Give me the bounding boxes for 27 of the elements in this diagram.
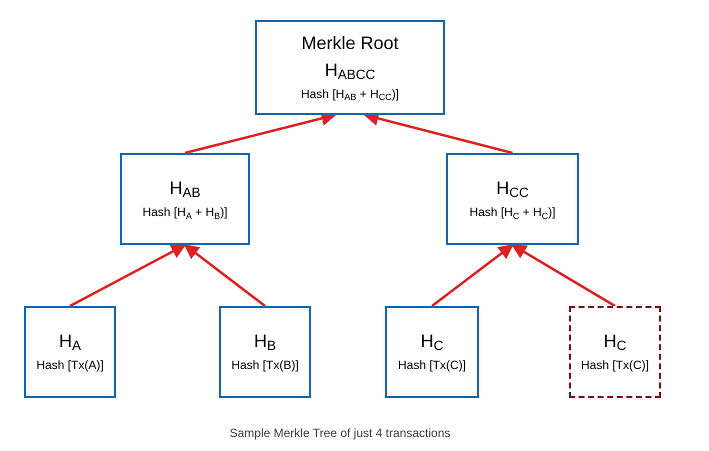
hash-label: H$_{ABCC}$ (324, 58, 376, 81)
hash-formula: Hash [H$_{A}$ + H$_{B}$)] (142, 204, 228, 222)
hash-box (569, 306, 661, 398)
hash-formula: Hash [Tx(C)] (398, 357, 466, 374)
hash-formula: Hash [H$_{C}$ + H$_{C}$)] (469, 204, 556, 222)
hash-box (385, 306, 479, 398)
caption: Sample Merkle Tree of just 4 transactions (228, 425, 452, 442)
hash-label: H$_{CC}$ (496, 176, 529, 200)
hash-box (255, 20, 445, 115)
hash-label: H$_{AB}$ (169, 176, 200, 200)
hash-formula: Hash [Tx(A)] (36, 357, 104, 374)
hash-label: H$_{C}$ (420, 330, 444, 352)
arrow (69, 244, 186, 308)
hash-formula: Hash [Tx(B)] (231, 357, 299, 374)
arrow (184, 244, 266, 307)
hash-label: H$_{A}$ (58, 330, 81, 352)
hash-box (120, 153, 250, 245)
hash-box (219, 306, 311, 398)
arrow (511, 244, 616, 308)
hash-box (24, 306, 116, 398)
hash-label: H$_{B}$ (254, 330, 276, 352)
arrow (431, 244, 514, 307)
hash-label: H$_{C}$ (604, 330, 626, 352)
hash-formula: Hash [H$_{AB}$ + H$_{CC}$)] (300, 86, 400, 103)
node-title: Merkle Root (301, 32, 399, 54)
hash-box (446, 153, 579, 245)
hash-formula: Hash [Tx(C)] (580, 357, 649, 374)
